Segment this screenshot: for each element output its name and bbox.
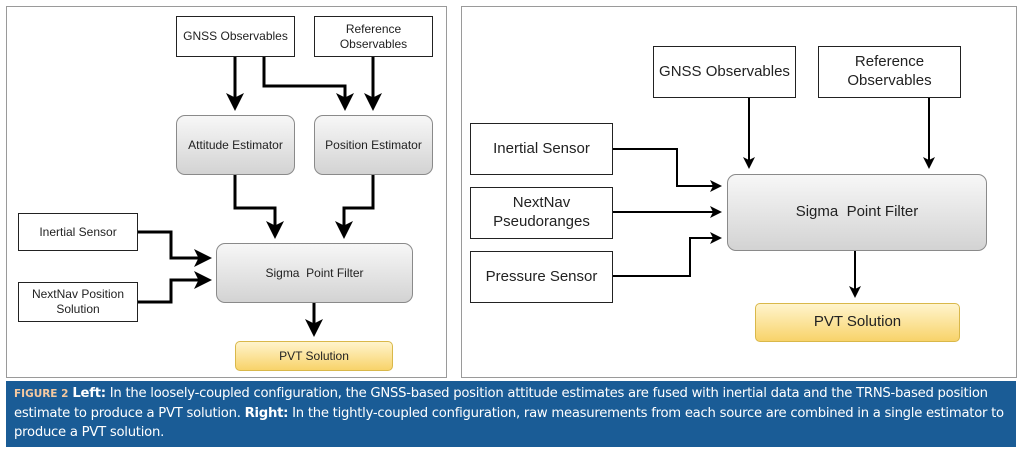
arrow-inertial-to-filter <box>612 148 722 192</box>
pressure-sensor-box: Pressure Sensor <box>470 251 613 303</box>
attitude-estimator-label: Attitude Estimator <box>188 137 283 152</box>
attitude-estimator-box: Attitude Estimator <box>176 115 295 175</box>
position-estimator-label: Position Estimator <box>325 137 422 152</box>
arrow-gnss-to-position <box>262 56 354 111</box>
arrow-position-to-filter <box>335 174 375 239</box>
left-text: In the loosely-coupled configuration, th… <box>14 386 988 421</box>
nextnav-label-1: NextNav <box>512 194 571 212</box>
inertial-sensor-label: Inertial Sensor <box>39 224 117 239</box>
figure-label: FIGURE 2 <box>14 388 69 400</box>
gnss-observables-box: GNSS Observables <box>653 46 796 98</box>
inertial-sensor-label: Inertial Sensor <box>493 139 590 157</box>
right-label: Right: <box>244 406 289 421</box>
gnss-observables-label: GNSS Observables <box>659 62 790 80</box>
inertial-sensor-box: Inertial Sensor <box>470 123 613 175</box>
reference-label-2: Observables <box>339 36 408 51</box>
pvt-solution-label: PVT Solution <box>279 348 349 363</box>
inertial-sensor-box: Inertial Sensor <box>18 213 138 251</box>
sigma-point-filter-label: Sigma Point Filter <box>795 203 919 221</box>
pressure-sensor-label: Pressure Sensor <box>485 267 598 285</box>
sigma-point-filter-box: Sigma Point Filter <box>216 243 413 303</box>
sigma-point-filter-box: Sigma Point Filter <box>727 174 987 251</box>
pvt-solution-box: PVT Solution <box>755 303 960 342</box>
nextnav-label-2: Pseudoranges <box>493 213 590 230</box>
sigma-point-filter-label: Sigma Point Filter <box>265 265 364 280</box>
reference-label-2: Observables <box>847 72 932 89</box>
arrow-pressure-to-filter <box>612 232 722 277</box>
reference-label-1: Reference <box>345 21 402 36</box>
position-estimator-box: Position Estimator <box>314 115 433 175</box>
arrow-inertial-to-filter <box>137 230 212 267</box>
right-text: In the tightly-coupled configuration, ra… <box>14 406 1004 440</box>
arrow-nextnav-to-filter <box>137 271 212 304</box>
figure-caption: FIGURE 2 Left: In the loosely-coupled co… <box>6 381 1016 447</box>
arrow-attitude-to-filter <box>233 174 284 239</box>
pvt-solution-box: PVT Solution <box>235 341 393 371</box>
left-label: Left: <box>72 386 106 401</box>
pvt-solution-label: PVT Solution <box>813 313 902 331</box>
nextnav-label-2: Solution <box>56 302 100 316</box>
nextnav-label-1: NextNav Position <box>31 287 125 301</box>
reference-label-1: Reference <box>854 53 925 71</box>
gnss-observables-box: GNSS Observables <box>176 16 295 57</box>
gnss-observables-label: GNSS Observables <box>183 29 288 43</box>
